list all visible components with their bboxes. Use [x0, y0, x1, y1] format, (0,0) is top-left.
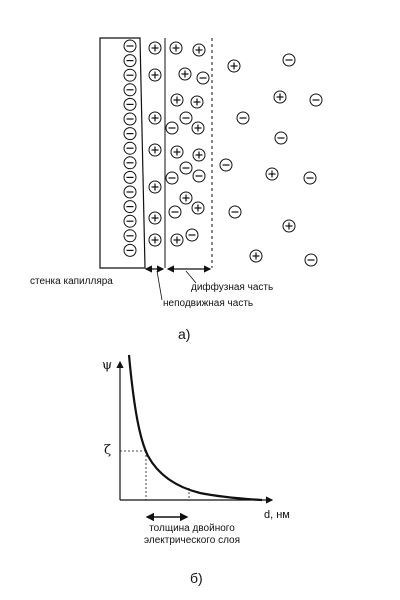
thickness-label-line1: толщина двойного	[149, 523, 235, 534]
thickness-label-line2: электрического слоя	[143, 535, 240, 546]
psi-axis-label: ψ	[102, 358, 113, 373]
fixed-leader-line	[156, 270, 163, 301]
potential-curve	[127, 354, 263, 502]
wall-label: стенка капилляра	[30, 276, 113, 287]
capillary-wall	[99, 37, 146, 269]
panel-a-label: а)	[178, 326, 191, 342]
thickness-label: толщина двойного электрического слоя	[122, 523, 262, 547]
zeta-label: ζ	[104, 443, 112, 458]
panel-b-label: б)	[190, 570, 203, 586]
fixed-part-label: неподвижная часть	[163, 298, 254, 309]
ions-group	[123, 39, 323, 267]
x-axis-label: d, нм	[264, 509, 290, 521]
diffuse-part-label: диффузная часть	[191, 282, 274, 293]
diffuse-leader-line	[185, 270, 197, 284]
